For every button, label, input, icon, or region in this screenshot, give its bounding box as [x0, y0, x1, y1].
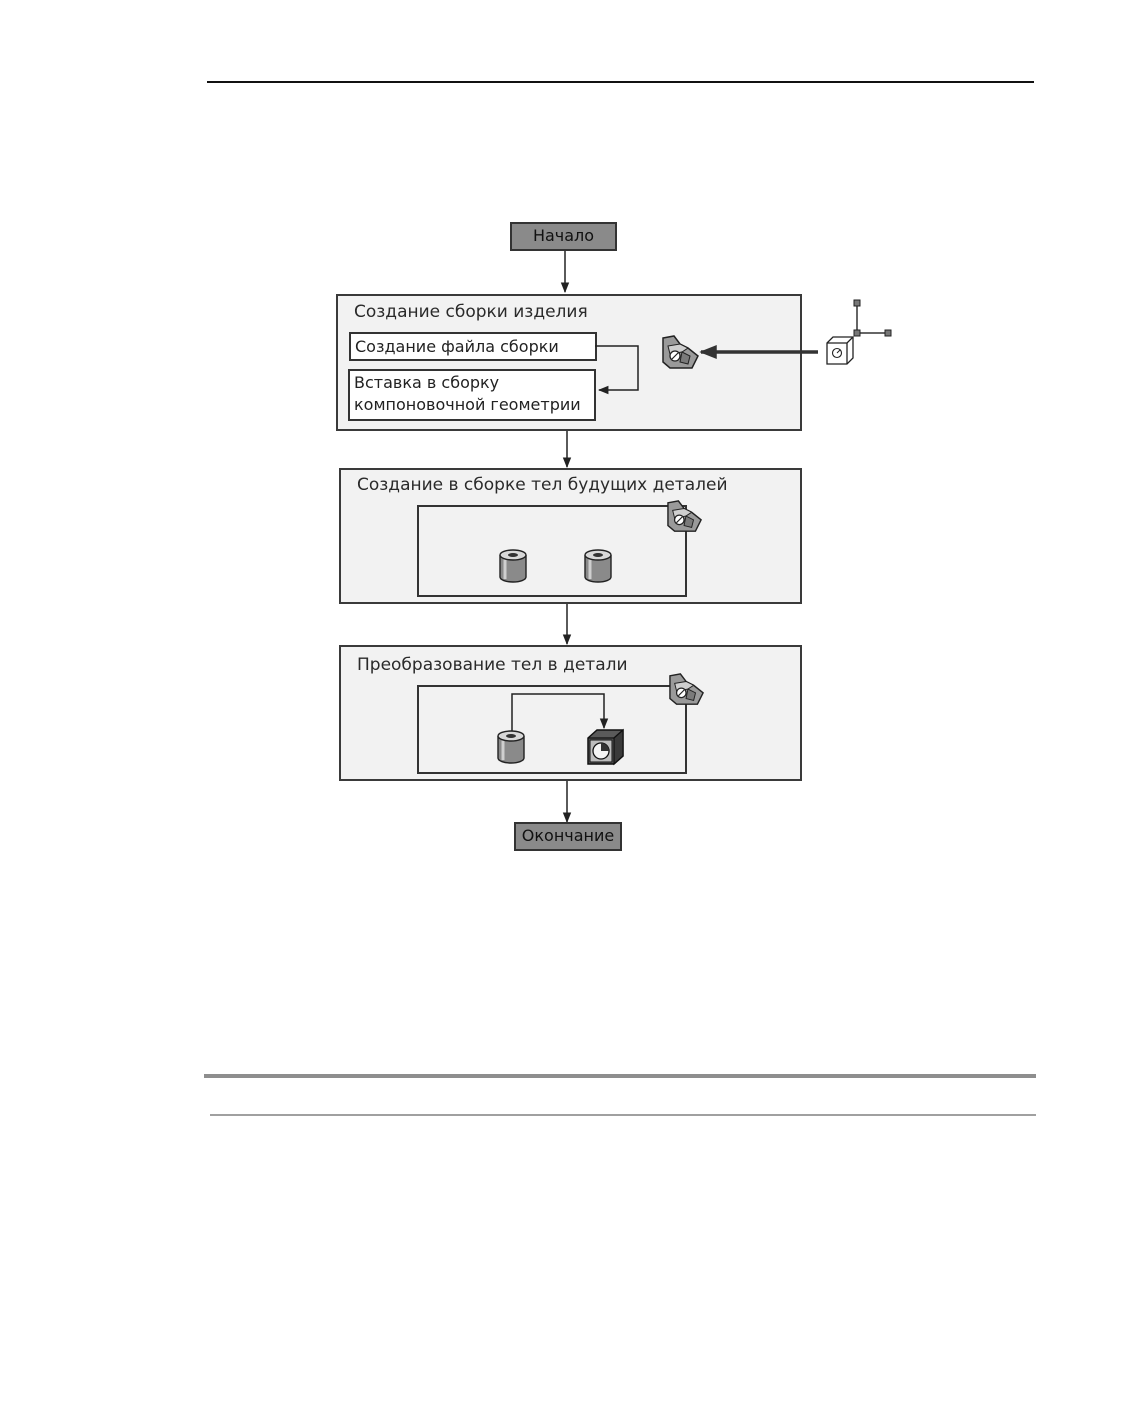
- step-create-assembly: Создание сборки изделия Создание файла с…: [336, 294, 802, 431]
- cylinder-body-icon: [584, 549, 612, 583]
- step-convert-bodies-title: Преобразование тел в детали: [357, 655, 628, 675]
- assembly-icon: [667, 500, 702, 532]
- arrow-body-to-part: [511, 693, 609, 733]
- step-create-bodies: Создание в сборке тел будущих деталей: [339, 468, 802, 604]
- bottom-rule-thin: [210, 1114, 1036, 1116]
- substep-create-assembly-file-label: Создание файла сборки: [355, 337, 559, 356]
- start-terminal: Начало: [510, 222, 617, 251]
- cylinder-body-icon: [497, 730, 525, 764]
- cylinder-body-icon: [499, 549, 527, 583]
- bodies-group-frame: [417, 505, 687, 597]
- assembly-icon: [662, 335, 699, 369]
- step-create-bodies-title: Создание в сборке тел будущих деталей: [357, 475, 728, 495]
- end-terminal: Окончание: [514, 822, 622, 851]
- conversion-group-frame: [417, 685, 687, 774]
- substep-insert-layout-geometry: Вставка в сборку компоновочной геометрии: [348, 369, 596, 421]
- layout-geometry-part-icon: [826, 299, 892, 365]
- substep-create-assembly-file: Создание файла сборки: [349, 332, 597, 361]
- top-rule: [207, 81, 1034, 83]
- bottom-rule-thick: [204, 1074, 1036, 1078]
- assembly-icon: [669, 673, 704, 705]
- start-label: Начало: [532, 226, 595, 245]
- substep-insert-label-line1: Вставка в сборку: [354, 373, 500, 392]
- step-create-assembly-title: Создание сборки изделия: [354, 302, 588, 322]
- part-icon: [587, 728, 624, 766]
- end-label: Окончание: [521, 826, 615, 845]
- arrow-file-to-insert: [595, 345, 639, 395]
- step-convert-bodies: Преобразование тел в детали: [339, 645, 802, 781]
- substep-insert-label-line2: компоновочной геометрии: [354, 395, 581, 414]
